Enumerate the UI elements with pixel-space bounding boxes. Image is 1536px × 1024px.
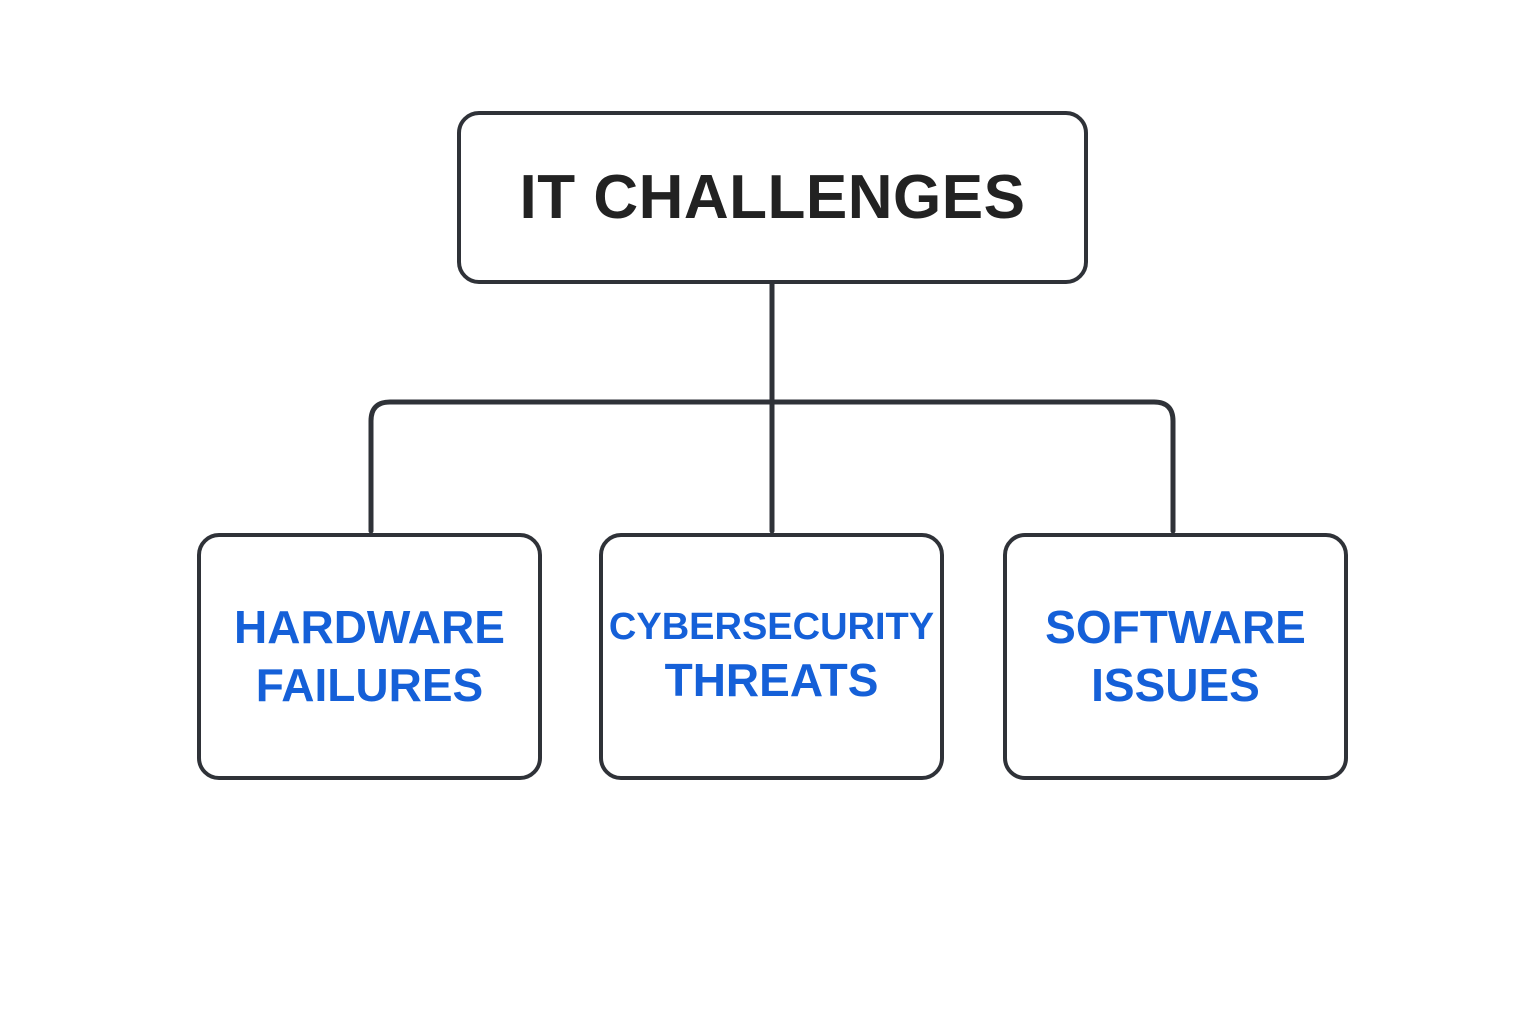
root-node-label: IT CHALLENGES (519, 163, 1026, 232)
child-label-line: ISSUES (1091, 658, 1260, 711)
child-node-label: HARDWARE FAILURES (234, 599, 505, 714)
child-label-line: SOFTWARE (1045, 601, 1306, 653)
child-label-line: HARDWARE (234, 601, 505, 653)
child-label-line: FAILURES (255, 658, 484, 711)
child-node-label: CYBERSECURITY THREATS (609, 604, 934, 709)
child-node-software-issues: SOFTWARE ISSUES (1003, 533, 1348, 780)
child-label-line: CYBERSECURITY (608, 606, 935, 648)
child-node-label: SOFTWARE ISSUES (1045, 599, 1306, 714)
child-node-cybersecurity-threats: CYBERSECURITY THREATS (599, 533, 944, 780)
child-node-hardware-failures: HARDWARE FAILURES (197, 533, 542, 780)
root-node: IT CHALLENGES (457, 111, 1088, 284)
child-label-line: THREATS (664, 653, 879, 706)
